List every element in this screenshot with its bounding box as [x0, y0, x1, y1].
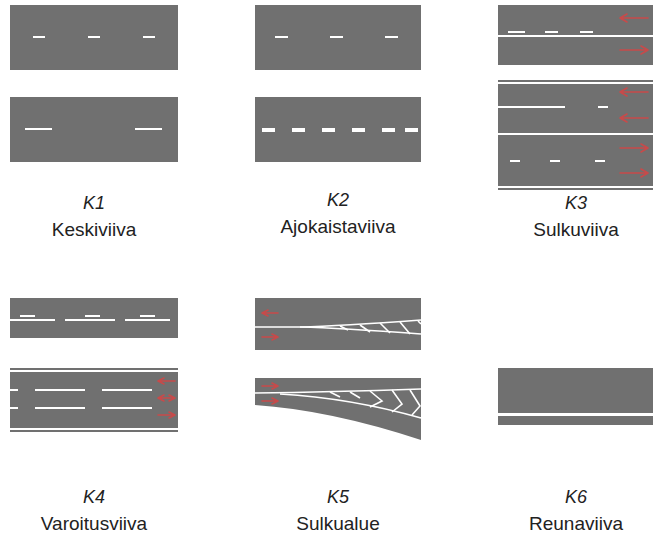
marking-code: K1 [83, 193, 105, 214]
marking-name: Reunaviiva [529, 513, 623, 535]
white-markings [10, 31, 653, 430]
marking-name: Varoitusviiva [41, 513, 147, 535]
direction-arrows [158, 14, 648, 418]
marking-code: K6 [565, 487, 587, 508]
marking-name: Ajokaistaviiva [280, 216, 395, 238]
marking-code: K3 [565, 193, 587, 214]
marking-code: K2 [327, 190, 349, 211]
marking-name: Sulkuviiva [533, 219, 619, 241]
marking-code: K5 [327, 487, 349, 508]
marking-name: Sulkualue [296, 513, 379, 535]
hatched-areas [255, 320, 421, 418]
road-surfaces [10, 5, 653, 440]
marking-code: K4 [83, 487, 105, 508]
marking-name: Keskiviiva [52, 219, 136, 241]
